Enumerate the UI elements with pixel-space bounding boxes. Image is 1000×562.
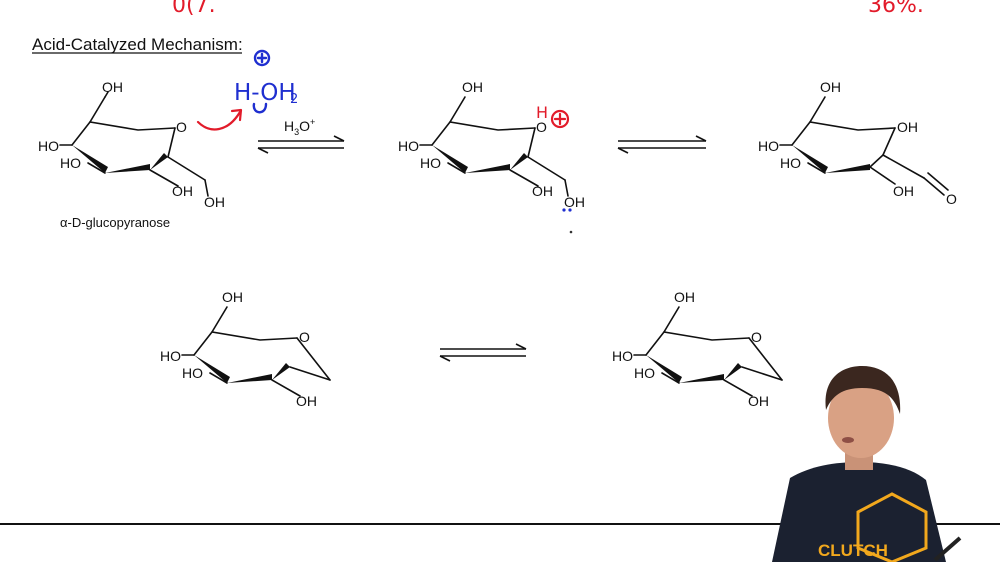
clutch-logo-icon bbox=[856, 492, 928, 562]
oh-label: OH bbox=[222, 289, 243, 305]
equilibrium-arrow-3 bbox=[439, 343, 527, 362]
positive-charge-icon bbox=[253, 49, 271, 67]
oh-label: OH bbox=[674, 289, 695, 305]
pen-icon bbox=[933, 536, 962, 562]
added-proton-label: H bbox=[536, 103, 548, 122]
equilibrium-arrow-2 bbox=[617, 135, 707, 154]
lone-pair-dot bbox=[562, 208, 566, 212]
oh-label: OH bbox=[564, 194, 585, 210]
ho-label: HO bbox=[160, 348, 181, 364]
oh-label: OH bbox=[893, 183, 914, 199]
top-right-red-fragment: 36%. bbox=[868, 0, 924, 18]
page-title: Acid-Catalyzed Mechanism: bbox=[32, 35, 243, 54]
template-ring-left: OH O HO HO OH bbox=[160, 289, 331, 409]
ring-oxygen-label: O bbox=[176, 119, 187, 135]
ho-label: HO bbox=[398, 138, 419, 154]
ho-label: HO bbox=[612, 348, 633, 364]
presenter-video: CLUTCH bbox=[772, 366, 962, 562]
ho-label: HO bbox=[634, 365, 655, 381]
oh-label: OH bbox=[204, 194, 225, 210]
molecule-glucopyranose: OH O HO HO OH OH α-D-glucopyranose bbox=[38, 79, 225, 230]
positive-charge-icon bbox=[550, 109, 570, 129]
oh-label: OH bbox=[296, 393, 317, 409]
svg-text:H3O+: H3O+ bbox=[284, 117, 315, 137]
reagent-h3o: H3O+ bbox=[284, 117, 315, 137]
ho-label: HO bbox=[780, 155, 801, 171]
oh-label: OH bbox=[172, 183, 193, 199]
top-left-red-fragment: 0(7. bbox=[172, 0, 216, 18]
template-ring-right: OH O HO HO OH bbox=[612, 289, 783, 409]
lone-pair-dot bbox=[568, 208, 572, 212]
molecule-caption: α-D-glucopyranose bbox=[60, 215, 170, 230]
equilibrium-arrow-1 bbox=[257, 135, 345, 154]
ring-oxygen-label: O bbox=[299, 329, 310, 345]
aldehyde-oxygen-label: O bbox=[946, 191, 957, 207]
hydronium-subscript: 2 bbox=[290, 92, 298, 107]
oh-label: OH bbox=[897, 119, 918, 135]
oh-label: OH bbox=[820, 79, 841, 95]
electron-arrow-head bbox=[230, 108, 243, 122]
oh-label: OH bbox=[748, 393, 769, 409]
ring-oxygen-label: O bbox=[751, 329, 762, 345]
ho-label: HO bbox=[182, 365, 203, 381]
stray-dot bbox=[569, 230, 573, 234]
ho-label: HO bbox=[60, 155, 81, 171]
molecule-protonated: OH O HO HO OH OH bbox=[398, 79, 585, 210]
oh-label: OH bbox=[532, 183, 553, 199]
oh-label: OH bbox=[102, 79, 123, 95]
oh-label: OH bbox=[462, 79, 483, 95]
molecule-open-chain: OH OH HO HO OH O bbox=[758, 79, 957, 207]
lone-pair-arrow bbox=[252, 102, 268, 114]
electron-arrow bbox=[196, 110, 242, 131]
ho-label: HO bbox=[758, 138, 779, 154]
ho-label: HO bbox=[38, 138, 59, 154]
ho-label: HO bbox=[420, 155, 441, 171]
hydronium-label: H-OH bbox=[234, 80, 296, 106]
shirt-text: CLUTCH bbox=[818, 541, 888, 560]
ring-oxygen-label: O bbox=[536, 119, 547, 135]
